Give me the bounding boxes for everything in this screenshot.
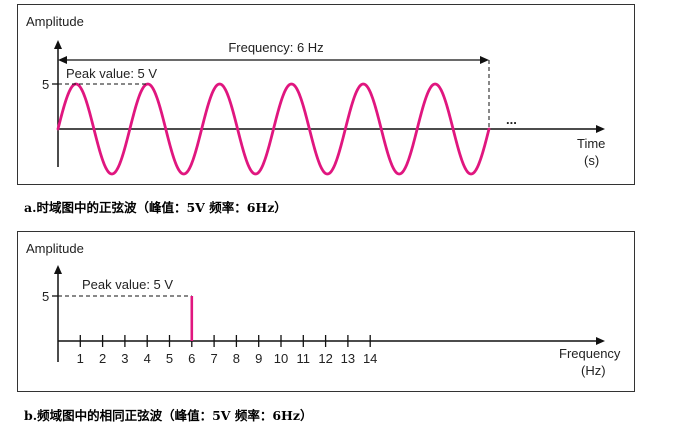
x-tick-label-14: 14 [363, 351, 377, 366]
frequency-span-arrow-left [58, 56, 67, 64]
y-tick-label-5: 5 [42, 77, 49, 92]
x-axis-label: Frequency [559, 346, 621, 361]
peak-value-label: Peak value: 5 V [66, 66, 157, 81]
x-tick-label-4: 4 [144, 351, 151, 366]
continuation-ellipsis: ... [506, 112, 517, 127]
x-tick-label-13: 13 [341, 351, 355, 366]
peak-value-label: Peak value: 5 V [82, 277, 173, 292]
y-axis-arrow [54, 265, 62, 274]
x-tick-label-9: 9 [255, 351, 262, 366]
x-tick-label-7: 7 [210, 351, 217, 366]
x-tick-label-3: 3 [121, 351, 128, 366]
x-tick-label-11: 11 [297, 351, 311, 366]
frequency-span-arrow-right [480, 56, 489, 64]
x-tick-label-1: 1 [77, 351, 84, 366]
y-axis-label: Amplitude [26, 14, 84, 29]
x-axis-unit: (Hz) [581, 363, 606, 378]
x-tick-label-5: 5 [166, 351, 173, 366]
x-axis-arrow [596, 337, 605, 345]
frequency-domain-panel [17, 231, 635, 392]
frequency-span-label: Frequency: 6 Hz [228, 40, 323, 55]
x-tick-label-8: 8 [233, 351, 240, 366]
x-axis-unit: (s) [584, 153, 599, 168]
frequency-domain-caption: b.频域图中的相同正弦波（峰值：5V 频率：6Hz） [24, 408, 313, 423]
x-tick-label-12: 12 [318, 351, 332, 366]
x-tick-label-2: 2 [99, 351, 106, 366]
sine-wave-series [56, 82, 491, 176]
x-axis-arrow [596, 125, 605, 133]
y-axis-label: Amplitude [26, 241, 84, 256]
x-tick-label-6: 6 [188, 351, 195, 366]
y-tick-label-5: 5 [42, 289, 49, 304]
time-domain-panel [17, 4, 635, 185]
x-axis-label: Time [577, 136, 605, 151]
time-domain-caption: a.时域图中的正弦波（峰值：5V 频率：6Hz） [24, 200, 287, 215]
x-tick-label-10: 10 [274, 351, 288, 366]
y-axis-arrow [54, 40, 62, 49]
